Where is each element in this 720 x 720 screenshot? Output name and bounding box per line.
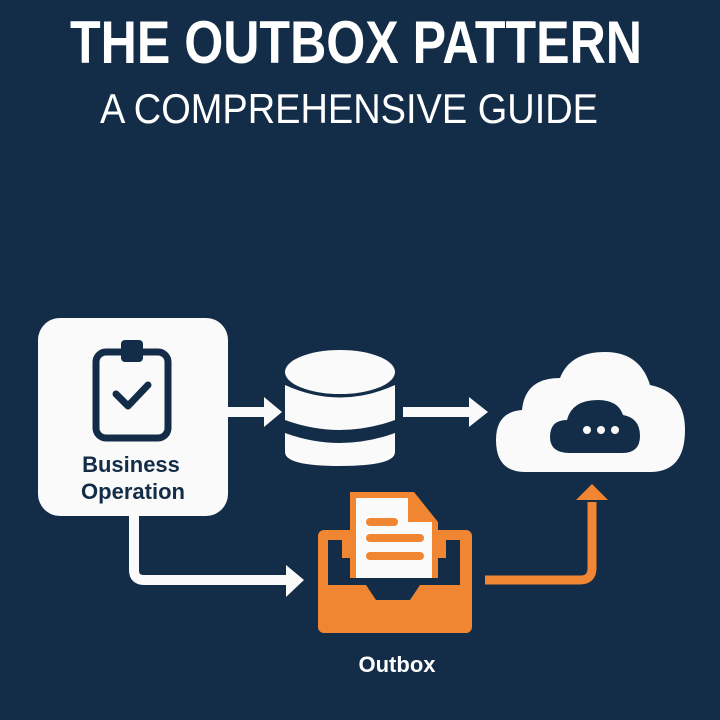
business-operation-node: Business Operation	[38, 318, 228, 516]
page-title: THE OUTBOX PATTERN	[70, 9, 642, 76]
page-subtitle: A COMPREHENSIVE GUIDE	[100, 85, 598, 132]
clipboard-check-icon	[92, 340, 172, 442]
outbox-tray-icon	[318, 492, 472, 633]
arrow-outbox-to-cloud	[485, 484, 608, 585]
outbox-label: Outbox	[359, 652, 437, 677]
cloud-icon	[496, 352, 685, 472]
arrow-business-to-database	[228, 397, 282, 427]
database-icon	[285, 350, 395, 466]
arrow-business-to-outbox	[129, 516, 304, 597]
business-label-line2: Operation	[81, 479, 185, 504]
document-icon	[350, 492, 438, 578]
business-label-line1: Business	[82, 452, 180, 477]
arrow-database-to-cloud	[403, 397, 488, 427]
